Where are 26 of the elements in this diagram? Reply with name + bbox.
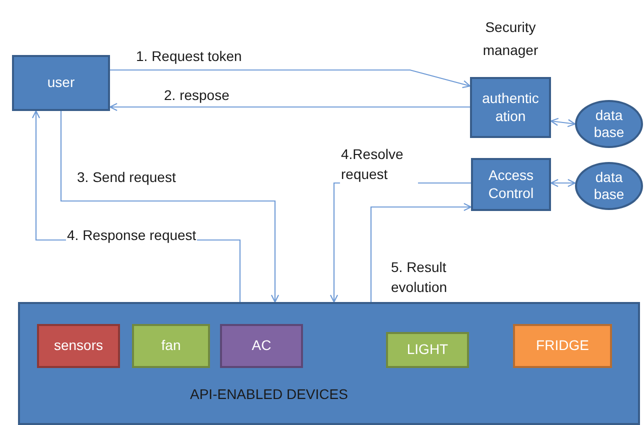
node-label: fan xyxy=(161,337,181,355)
node-label: user xyxy=(47,74,75,92)
node-label: Access Control xyxy=(487,167,535,202)
device-box xyxy=(220,324,303,368)
node-label: data base xyxy=(592,168,626,204)
device-box xyxy=(37,324,120,368)
device-box xyxy=(386,332,469,368)
node-label: FRIDGE xyxy=(536,337,589,355)
connector-arrow xyxy=(109,102,470,112)
node-label: sensors xyxy=(54,337,104,355)
process-box xyxy=(471,158,551,211)
connector-arrow xyxy=(550,118,576,128)
connector-arrow xyxy=(110,69,471,88)
connector-arrow xyxy=(370,202,472,302)
node-label: AC xyxy=(252,337,272,355)
connector-arrow xyxy=(550,178,576,188)
node-caption: Security manager xyxy=(482,18,540,60)
device-box xyxy=(513,324,612,368)
device-box xyxy=(132,324,210,368)
devices-panel xyxy=(18,302,640,425)
panel-title: API-ENABLED DEVICES xyxy=(190,385,348,404)
actor-box xyxy=(12,55,110,111)
connector-arrow xyxy=(60,111,280,303)
node-label: data base xyxy=(592,106,626,142)
node-label: authentic ation xyxy=(481,90,540,125)
node-label: LIGHT xyxy=(406,341,448,359)
